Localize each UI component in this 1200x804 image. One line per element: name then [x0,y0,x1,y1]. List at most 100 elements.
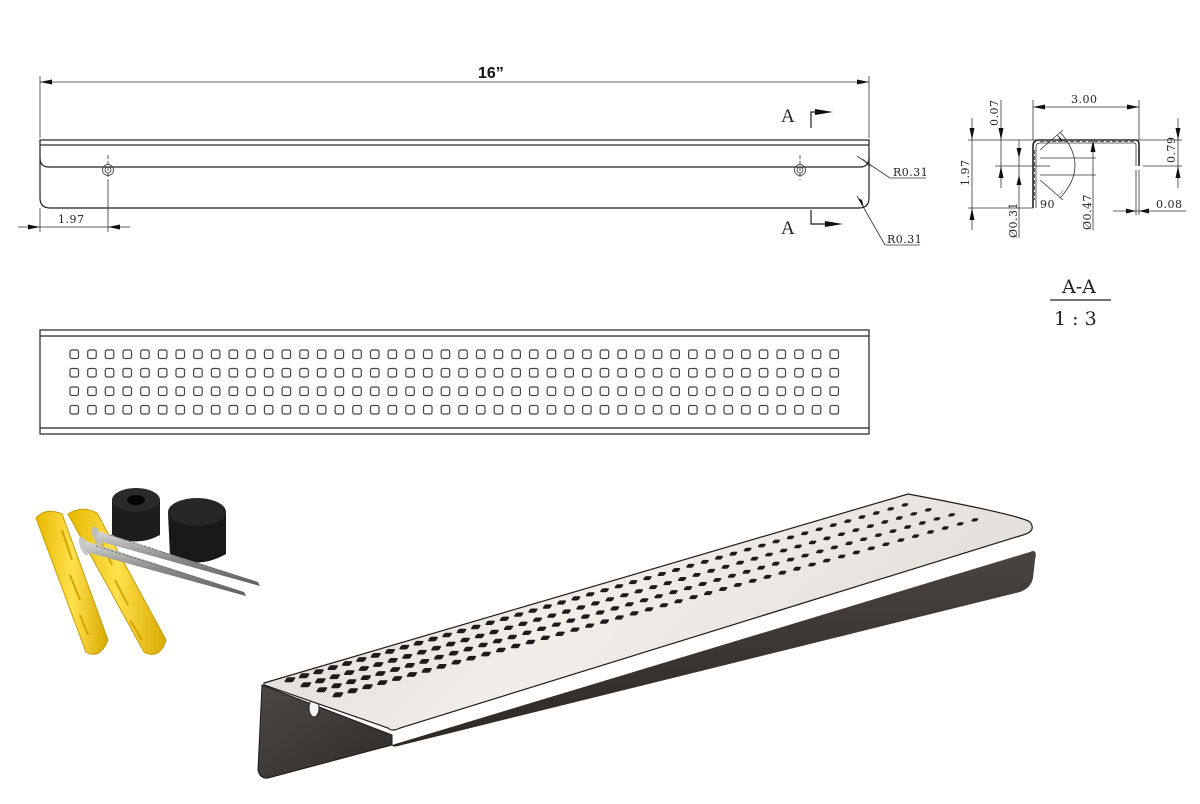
perforation-hole [157,404,168,415]
perforation-hole-3d [610,606,620,611]
perforation-hole [193,386,203,397]
perforation-hole-3d [674,599,683,604]
perforation-hole-3d [492,638,503,644]
perforation-hole-3d [794,544,802,549]
perforation-hole [546,349,557,360]
perforation-hole-3d [649,585,658,590]
perforation-hole-3d [416,649,427,655]
perforation-hole-3d [581,614,590,619]
overall-length-label: 16” [478,65,504,82]
perforation-hole-3d [377,680,388,686]
perforation-hole [740,367,751,378]
rubber-spacer [168,498,226,563]
perforation-hole-3d [733,583,742,587]
perforation-hole-3d [860,537,868,541]
perforation-hole-3d [924,508,932,512]
perforation-hole [705,349,716,360]
perforation-hole-3d [428,636,438,642]
perforation-hole [475,404,486,415]
perforation-hole-3d [362,684,373,690]
perforation-hole [334,367,345,378]
perforation-hole-3d [620,593,629,598]
perforation-hole-3d [639,598,649,603]
perforation-hole-3d [496,647,506,653]
perforation-hole-3d [571,596,581,601]
perforation-hole [758,367,769,378]
perforation-hole-3d [736,560,744,565]
perforation-hole [794,404,804,415]
angle-leg [1039,179,1064,201]
shelf-top-surface [263,493,1033,731]
perforation-hole-grid [69,349,840,415]
perforation-hole-3d [874,533,882,537]
perforation-hole-3d [507,634,517,640]
perforation-hole [617,386,628,397]
perforation-hole-3d [373,662,384,667]
perforation-hole-3d [370,653,381,658]
perforation-hole-3d [329,674,341,680]
perforation-hole [246,349,256,360]
perforation-hole [564,386,575,397]
perforation-hole [246,386,256,397]
perforation-hole [458,386,468,397]
arrow-icon [998,166,1004,178]
perforation-hole-3d [765,552,773,557]
perforation-hole [69,367,80,378]
perforation-hole-3d [837,532,846,536]
perforation-hole-3d [689,595,698,600]
large-hole-diameter-label: Ø0.47 [1081,194,1094,230]
rubber-spacer [112,488,160,542]
perforation-hole [634,404,645,415]
perforation-hole [316,367,327,378]
perforation-hole [263,349,274,360]
perforation-hole-3d [904,525,912,529]
perforation-hole [723,349,734,360]
perforation-hole [599,386,610,397]
perforation-hole [316,386,327,397]
perforation-hole [210,367,221,378]
perforation-hole [299,349,309,360]
perforation-hole [405,349,415,360]
perforation-hole-3d [808,540,817,545]
perforation-hole [422,386,433,397]
perforation-hole-3d [808,562,816,567]
arrow-icon [1057,189,1064,197]
perforation-hole-3d [419,659,430,664]
perforation-hole [263,386,274,397]
perforation-hole-3d [528,608,538,613]
perforation-hole [246,367,256,378]
perforation-hole-3d [595,610,605,615]
perforation-hole [69,386,80,397]
perforation-hole [475,349,486,360]
perforation-hole-3d [518,621,528,626]
perforation-hole-3d [576,605,586,610]
perforation-hole [652,349,663,360]
perforation-hole [670,404,681,415]
arrow-left-icon [40,79,52,85]
perforation-hole [87,404,97,415]
perforation-hole-3d [816,549,824,554]
perforation-hole [122,404,133,415]
perforation-hole [122,349,133,360]
perforation-hole [776,367,787,378]
perforation-hole-3d [570,627,580,632]
perforation-hole-3d [698,582,707,586]
perforation-hole [405,367,415,378]
perforation-hole-3d [344,670,355,676]
perforation-hole-3d [356,657,367,662]
perforation-hole-3d [719,587,728,591]
perforation-hole-3d [434,654,444,660]
perforation-hole [493,404,504,415]
perforation-hole [316,404,327,415]
perforation-hole-3d [933,517,941,521]
perforation-hole-3d [948,513,955,517]
perforation-hole-3d [442,632,452,638]
perforation-hole-3d [489,629,499,635]
arrow-icon [969,208,975,220]
perforation-hole [564,349,575,360]
perforation-hole [581,386,592,397]
perforation-hole-3d [823,536,831,541]
perforation-hole [599,367,610,378]
perforation-hole [458,349,468,360]
perforation-hole-3d [456,628,467,634]
